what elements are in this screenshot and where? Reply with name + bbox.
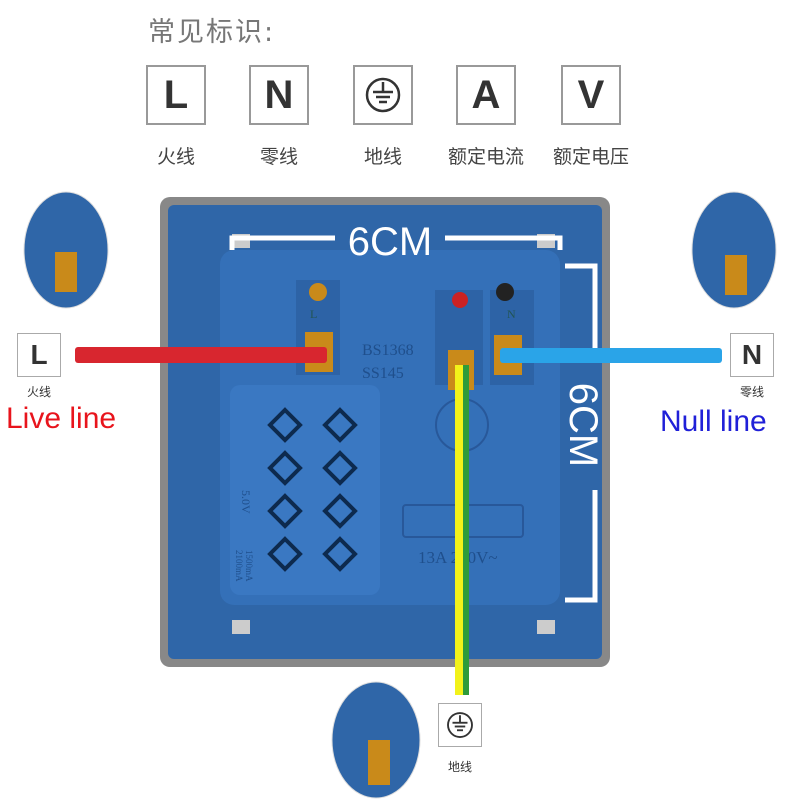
height-dimension-line (565, 263, 598, 603)
live-wire (75, 347, 327, 363)
live-callout-symbol: L (17, 333, 61, 377)
width-dimension-label: 6CM (348, 220, 432, 264)
usb-current-label-2: 2100mA (234, 550, 244, 582)
null-line-label: Null line (660, 405, 767, 438)
width-dimension-line (229, 235, 563, 250)
symbol-voltage: V (561, 65, 621, 125)
live-callout-cn: 火线 (26, 385, 51, 399)
symbol-label: 零线 (259, 146, 298, 168)
neutral-wire (500, 348, 722, 363)
vent-slot (322, 407, 358, 443)
vent-slot (267, 450, 303, 486)
symbol-label: 额定电压 (552, 146, 629, 168)
vent-slot (322, 493, 358, 529)
height-dimension-label: 6CM (561, 383, 605, 467)
vent-slot (322, 450, 358, 486)
null-callout-symbol: N (730, 333, 774, 377)
null-callout-cn: 零线 (739, 385, 764, 399)
legend-title: 常见标识: (148, 17, 276, 48)
vent-slot (322, 536, 358, 572)
symbol-label: 额定电流 (447, 146, 524, 168)
symbol-current: A (456, 65, 516, 125)
vent-slot (267, 493, 303, 529)
earth-callout-symbol (438, 703, 482, 747)
earth-wire-green (463, 365, 469, 695)
symbol-label: 地线 (363, 146, 402, 168)
symbol-label: 火线 (156, 146, 195, 168)
vent-slot (267, 407, 303, 443)
symbol-neutral: N (249, 65, 309, 125)
earth-wire-yellow (455, 365, 463, 695)
terminal-n-label: N (507, 307, 516, 321)
earth-icon (447, 712, 473, 738)
neutral-terminal-closeup (691, 191, 777, 309)
live-terminal-closeup (23, 191, 109, 309)
vent-slot (267, 536, 303, 572)
usb-current-label-1: 1500mA (244, 550, 254, 582)
terminal-l-label: L (310, 307, 317, 321)
symbol-live: L (146, 65, 206, 125)
usb-voltage-label: 5.0V (239, 490, 253, 514)
symbol-earth (353, 65, 413, 125)
earth-icon (365, 77, 401, 113)
earth-callout-cn: 地线 (447, 760, 472, 774)
live-line-label: Live line (6, 402, 117, 435)
standard-label-2: SS145 (362, 365, 404, 382)
standard-label-1: BS1368 (362, 342, 414, 359)
vent-grid (267, 407, 358, 572)
